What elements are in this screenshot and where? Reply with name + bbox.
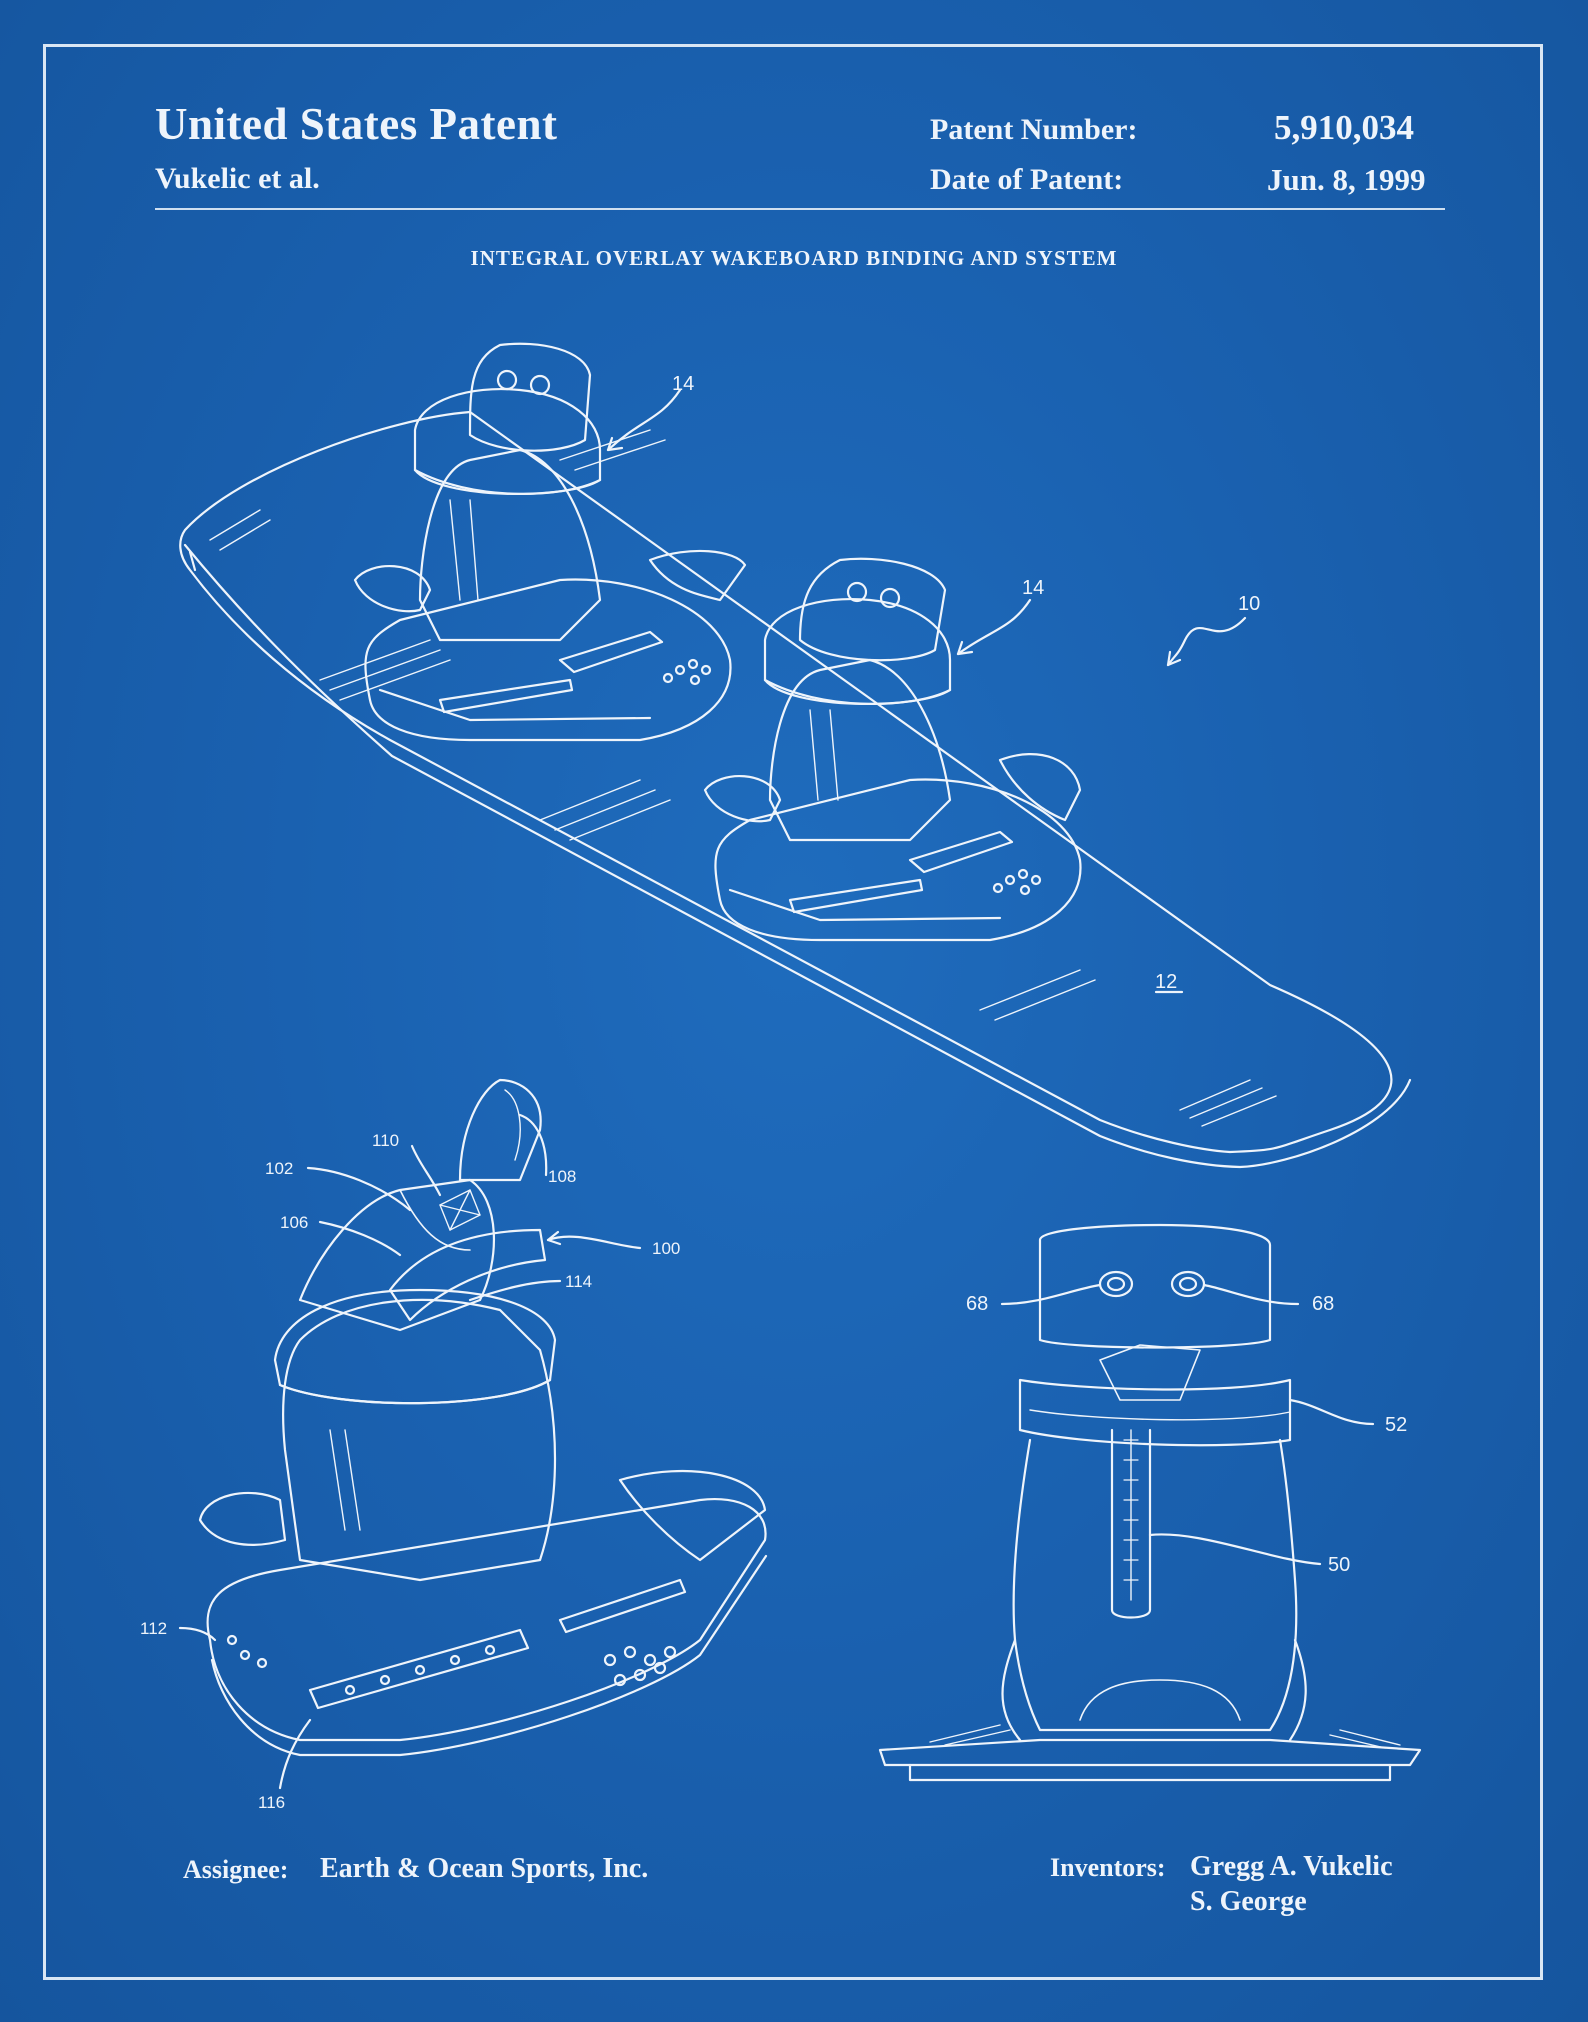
wakeboard-figure (179, 342, 1412, 1169)
leader-14-left (606, 388, 682, 452)
ref-label: 12 (1155, 971, 1177, 993)
ref-label: 114 (565, 1272, 592, 1291)
patent-date: Jun. 8, 1999 (1267, 162, 1426, 197)
ref-label: 10 (1238, 593, 1260, 615)
ref-label: 112 (140, 1619, 167, 1638)
patent-heading: United States Patent (155, 99, 558, 149)
ref-label: 52 (1385, 1414, 1407, 1436)
assignee-name: Earth & Ocean Sports, Inc. (320, 1853, 649, 1884)
ref-label: 110 (372, 1131, 399, 1150)
border-frame (43, 44, 1543, 1980)
boot-rear-figure (878, 1223, 1422, 1782)
board-hatching (209, 429, 1277, 1127)
document-title: INTEGRAL OVERLAY WAKEBOARD BINDING AND S… (470, 246, 1118, 270)
binding-detail-figure (178, 1078, 768, 1790)
ref-label: 108 (548, 1167, 576, 1186)
ref-label: 116 (258, 1793, 285, 1812)
inventors-label: Inventors: (1050, 1853, 1166, 1882)
ref-label: 68 (966, 1293, 988, 1315)
assignee-label: Assignee: (183, 1855, 289, 1884)
date-label: Date of Patent: (930, 163, 1124, 196)
inventor-name: S. George (1190, 1886, 1307, 1917)
patent-number: 5,910,034 (1274, 108, 1414, 147)
ref-label: 106 (280, 1213, 308, 1232)
inventor-name: Gregg A. Vukelic (1190, 1851, 1393, 1882)
header-divider (155, 208, 1445, 210)
wakeboard-outline (179, 410, 1393, 1154)
right-binding-drawing (703, 557, 1082, 942)
ref-label: 68 (1312, 1293, 1334, 1315)
leader-14-right (956, 598, 1032, 656)
ref-label: 50 (1328, 1554, 1350, 1576)
leader-10 (1166, 616, 1247, 667)
ref-label: 102 (265, 1159, 293, 1178)
ref-label: 100 (652, 1239, 680, 1258)
ref-label: 14 (1022, 577, 1044, 599)
left-binding-drawing (353, 342, 747, 742)
wakeboard-edge (183, 543, 1412, 1169)
ref-label: 14 (672, 373, 694, 395)
patent-number-label: Patent Number: (930, 113, 1138, 146)
inventor-short: Vukelic et al. (155, 162, 320, 195)
